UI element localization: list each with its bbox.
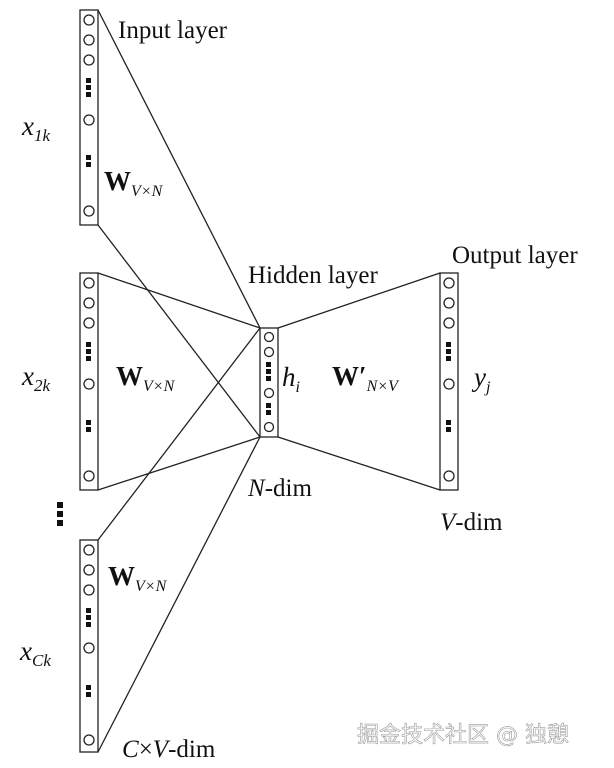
- vector-box: [259, 327, 279, 438]
- line-input1-bottom: [97, 224, 261, 438]
- input-weight-matrix-c: WV×N: [108, 561, 168, 595]
- line-input1-top: [97, 9, 261, 329]
- neuron: [83, 277, 95, 289]
- input-variable-c: xCk: [19, 636, 51, 670]
- vector-box: [79, 539, 99, 753]
- neuron: [263, 387, 275, 399]
- neuron: [443, 297, 455, 309]
- neuron: [263, 331, 275, 343]
- neuron: [83, 564, 95, 576]
- neuron: [83, 584, 95, 596]
- neuron-group: [83, 277, 95, 482]
- neuron: [83, 317, 95, 329]
- neuron: [443, 378, 455, 390]
- connection-lines: [97, 9, 441, 753]
- cv-dim-label: C×V-dim: [122, 736, 216, 763]
- line-input2-top: [97, 272, 261, 329]
- output-layer-label: Output layer: [452, 242, 578, 269]
- neuron: [443, 277, 455, 289]
- n-dim-label: N-dim: [247, 475, 312, 502]
- neuron: [443, 470, 455, 482]
- output-weight-matrix: W′N×V: [332, 361, 400, 395]
- neuron: [83, 34, 95, 46]
- output-unit-label: yj: [471, 362, 491, 396]
- neuron: [83, 205, 95, 217]
- input-vector-2: [79, 272, 99, 491]
- ellipsis-dots: [266, 362, 271, 415]
- neuron-group: [83, 14, 95, 217]
- neuron: [83, 544, 95, 556]
- line-input3-bottom: [97, 436, 261, 753]
- input-weight-matrix-1: WV×N: [104, 166, 164, 200]
- neuron: [83, 470, 95, 482]
- ellipsis-dots: [86, 342, 91, 432]
- input-variable-2: x2k: [21, 361, 50, 395]
- neuron: [263, 346, 275, 358]
- neuron: [83, 642, 95, 654]
- vector-box: [439, 272, 459, 491]
- neuron: [83, 297, 95, 309]
- neuron-group: [443, 277, 455, 482]
- watermark-text: 掘金技术社区 @ 独憩: [357, 723, 569, 748]
- hidden-layer-label: Hidden layer: [248, 262, 378, 289]
- input-weight-matrix-2: WV×N: [116, 361, 176, 395]
- neuron: [443, 317, 455, 329]
- neuron-group: [83, 544, 95, 746]
- neuron: [83, 14, 95, 26]
- vector-ellipsis-dots: [57, 502, 63, 526]
- hidden-unit-label: hi: [282, 362, 300, 396]
- hidden-vector: [259, 327, 279, 438]
- input-vector-c: [79, 539, 99, 753]
- line-output-bottom: [277, 436, 441, 491]
- vector-box: [79, 9, 99, 226]
- neuron: [263, 421, 275, 433]
- neuron: [83, 734, 95, 746]
- line-input3-top: [97, 327, 261, 541]
- ellipsis-dots: [86, 78, 91, 167]
- neuron: [83, 378, 95, 390]
- neuron: [83, 114, 95, 126]
- ellipsis-dots: [86, 608, 91, 697]
- line-output-top: [277, 272, 441, 329]
- v-dim-label: V-dim: [440, 509, 503, 536]
- input-vector-1: [79, 9, 99, 226]
- neuron-group: [263, 331, 275, 433]
- line-input2-bottom: [97, 436, 261, 491]
- neuron: [83, 54, 95, 66]
- input-variable-1: x1k: [21, 111, 50, 145]
- ellipsis-dots: [446, 342, 451, 432]
- output-vector: [439, 272, 459, 491]
- vector-box: [79, 272, 99, 491]
- input-layer-label: Input layer: [118, 17, 228, 44]
